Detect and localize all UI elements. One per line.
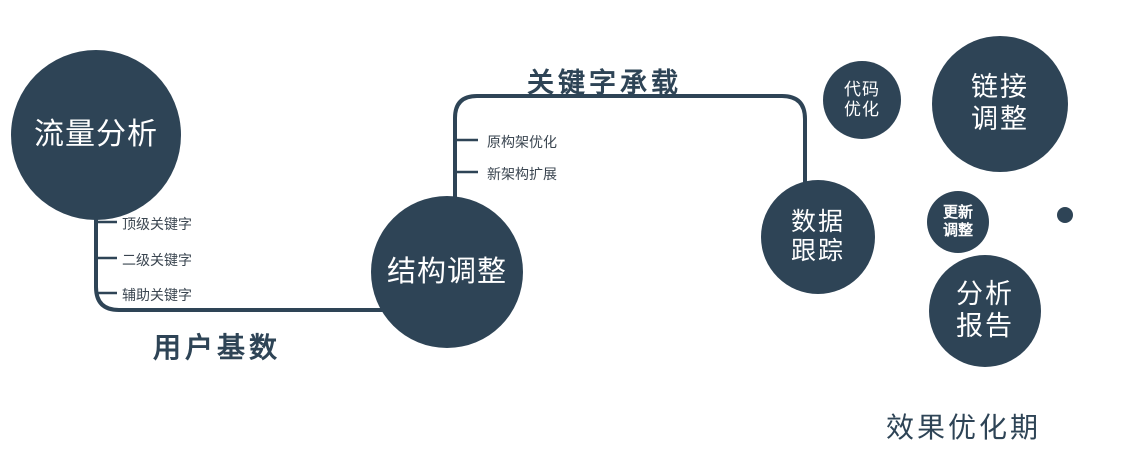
node-small-dot [1057, 207, 1073, 223]
node-update-adjustment: 更新 调整 [927, 191, 989, 253]
branch-label-auxiliary-keywords: 辅助关键字 [122, 287, 192, 303]
node-traffic-analysis: 流量分析 [11, 50, 181, 220]
node-label-line1: 分析 [956, 279, 1014, 310]
node-label: 流量分析 [34, 118, 158, 152]
node-label-line2: 调整 [971, 104, 1029, 134]
branch-label-secondary-keywords: 二级关键字 [122, 252, 192, 268]
edge-structure-tracking [453, 94, 807, 200]
node-label-line1: 数据 [790, 207, 845, 236]
branch-label-top-keywords: 顶级关键字 [122, 216, 192, 232]
edge-label-user-base: 用户基数 [153, 332, 282, 363]
node-label-line1: 链接 [971, 72, 1029, 103]
node-label-line2: 报告 [956, 311, 1014, 341]
node-data-tracking: 数据 跟踪 [761, 180, 875, 294]
branch-label-original-architecture: 原构架优化 [487, 134, 557, 150]
node-structure-adjustment: 结构调整 [371, 196, 523, 348]
node-code-optimization: 代码 优化 [823, 61, 901, 139]
node-link-adjustment: 链接 调整 [932, 36, 1068, 172]
edge-label-keyword-carry: 关键字承载 [527, 68, 682, 98]
node-analysis-report: 分析 报告 [929, 255, 1041, 367]
node-label-line1: 代码 [844, 79, 880, 99]
stage-label-effect-optimization: 效果优化期 [886, 412, 1042, 443]
node-label-line2: 调整 [942, 222, 973, 239]
node-label-line2: 跟踪 [790, 237, 845, 265]
node-label-line2: 优化 [844, 100, 880, 119]
node-label: 结构调整 [386, 255, 507, 288]
node-label-line1: 更新 [942, 204, 973, 222]
branch-label-new-architecture: 新架构扩展 [487, 166, 557, 182]
edge-traffic-structure [94, 198, 400, 312]
